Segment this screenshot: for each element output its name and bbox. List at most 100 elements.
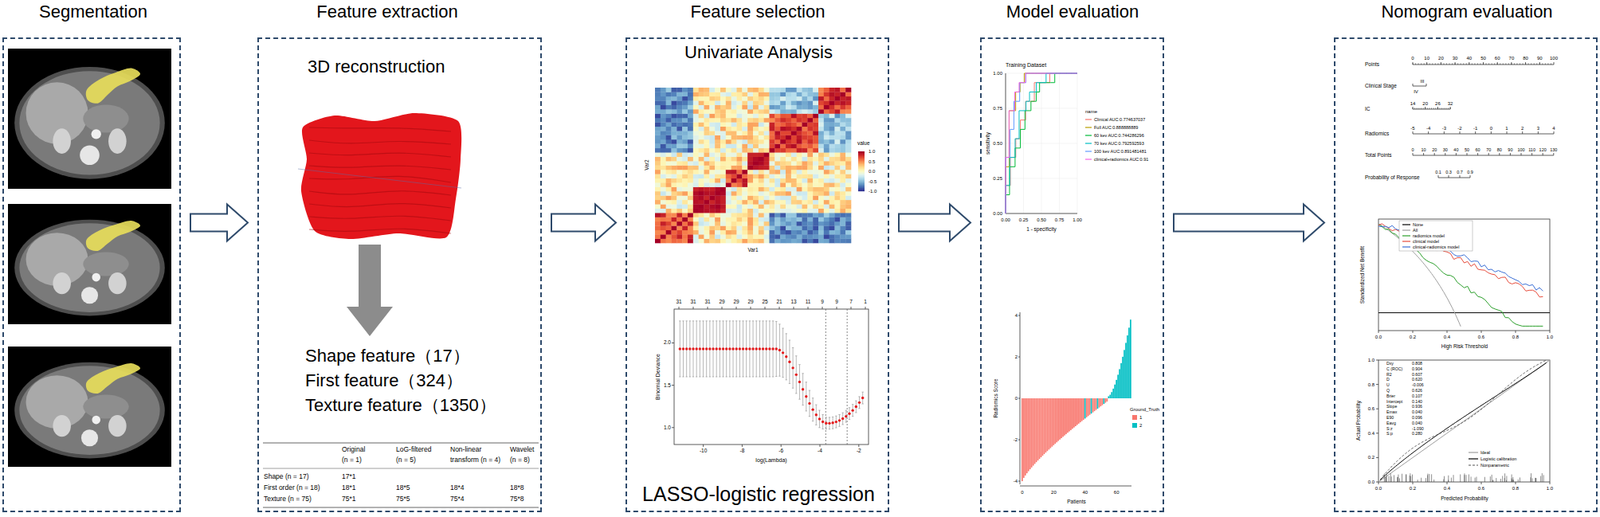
heatmap-cell [796,208,803,214]
heatmap-cell [693,178,699,184]
nomogram-tick [1508,62,1510,65]
heatmap-cell [676,239,683,244]
flow-arrow [1173,203,1325,241]
rug-tick [1386,474,1388,483]
deviance-point [745,347,748,350]
heatmap-cell [747,178,753,184]
heatmap-cell [660,191,667,197]
heatmap-cell [676,126,683,132]
rug-tick [1405,474,1407,483]
tick [850,306,852,310]
heatmap-cell [764,96,770,102]
heatmap-cell [823,217,830,223]
nomogram-tick [1447,107,1449,110]
heatmap-cell [737,221,743,227]
heatmap-cell [709,113,715,119]
heatmap-cell [802,203,808,209]
error-cap [775,321,777,322]
error-cap [825,428,828,430]
heatmap-cell [812,117,819,123]
heatmap-cell [731,234,738,240]
deviance-point [815,413,818,416]
heatmap-cell [823,160,830,166]
score-bar [1027,398,1030,472]
error-cap [695,376,698,378]
lambda-line [847,309,848,445]
render-axis [298,168,462,189]
heatmap-cell [812,169,819,175]
rug-tick [1409,473,1411,483]
table-cell: Texture (n = 75) [263,495,312,504]
heatmap-cell [812,152,819,157]
heatmap-cell [682,221,688,227]
heatmap-cell [676,165,683,171]
error-cap [712,376,714,378]
deviance-point [678,347,682,350]
tick [1412,330,1414,334]
error-cap [854,400,857,402]
heatmap-cell [829,230,836,236]
deviance-point [858,401,861,404]
heatmap-cell [714,225,721,231]
error-cap [825,416,828,418]
error-cap [818,427,820,428]
heatmap-cell [676,135,683,141]
heatmap-cell [774,152,781,157]
heatmap-cell [845,105,851,110]
error-cap [682,320,684,322]
nomogram-tick [1412,83,1414,87]
rug-tick [1513,479,1514,483]
nomogram-tick [1510,62,1512,65]
error-cap [775,376,777,377]
error-cap [858,407,860,409]
heatmap-cell [812,187,819,193]
heatmap-cell [796,148,803,153]
heatmap-cell [752,105,759,110]
heatmap-cell [687,105,694,110]
heatmap-cell [741,156,748,162]
rug-tick [1411,474,1413,483]
heatmap-cell [676,117,683,123]
nomogram-tick [1440,62,1442,65]
heatmap-cell [714,139,721,145]
heatmap-cell [737,87,743,93]
heatmap-cell [839,91,846,97]
nomogram-tick [1553,62,1555,65]
heatmap-cell [785,113,792,119]
heatmap-cell [758,169,765,175]
rug-tick [1393,474,1395,483]
heatmap-cell [802,195,808,200]
grid-line [1077,73,1079,214]
heatmap-cell [714,91,721,97]
heatmap-cell [758,96,765,102]
heatmap-cell [758,217,765,223]
error-cap [788,383,791,385]
heatmap-cell [709,187,715,193]
heatmap-cell [741,230,748,236]
heatmap-cell [818,105,824,110]
heatmap-cell [835,87,841,93]
grid-line [1058,73,1060,214]
heatmap-cell [785,221,792,227]
heatmap-cell [764,160,770,166]
nomogram-tick [1412,107,1414,110]
heatmap-cell [725,130,732,136]
heatmap-cell [829,143,836,149]
heatmap-cell [698,87,705,93]
nomogram-tick [1423,152,1424,156]
nomogram-tick [1516,62,1518,65]
roc-curve [1005,73,1078,214]
heatmap-cell [747,195,753,200]
heatmap-cell [764,130,770,136]
heatmap-cell [774,234,781,240]
heatmap-cell [764,105,770,110]
heatmap-cell [752,187,759,193]
heatmap-cell [785,152,792,157]
error-cap [749,376,751,378]
error-cap [808,390,811,392]
heatmap-cell [660,143,667,149]
heatmap-cell [758,100,765,106]
score-bar [1035,398,1038,463]
heatmap-cell [769,91,776,97]
heatmap-cell [807,148,813,153]
